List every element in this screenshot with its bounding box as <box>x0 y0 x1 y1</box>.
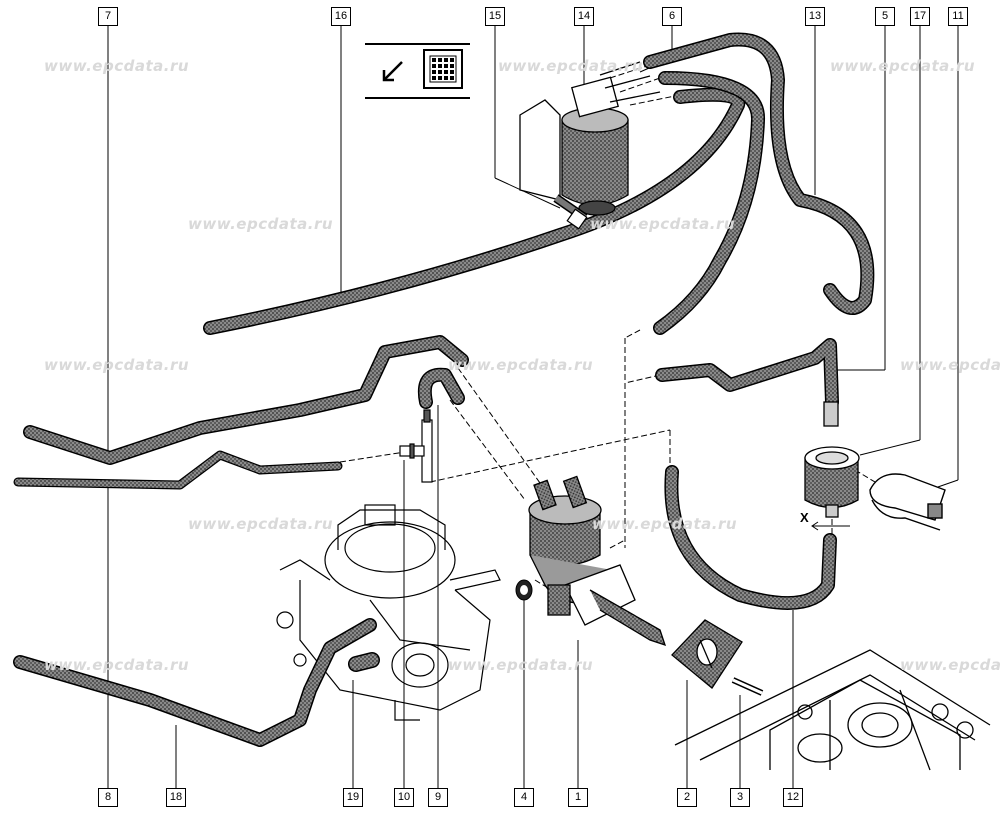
watermark: www.epcdata.ru <box>590 215 736 233</box>
callout-10: 10 <box>394 788 414 807</box>
watermark: www.epcdata.ru <box>188 515 334 533</box>
watermark: www.epcdata.ru <box>448 356 594 374</box>
assembly-lines <box>339 64 886 589</box>
insulator-plate <box>671 619 743 689</box>
dimension-label: X <box>800 510 809 525</box>
watermark: www.epcdata.ru <box>44 57 190 75</box>
hoses <box>13 32 875 747</box>
dimension-x <box>811 521 850 531</box>
leader-lines <box>107 24 959 788</box>
t-connector <box>399 409 433 483</box>
watermark: www.epcdata.ru <box>830 57 976 75</box>
fuel-filter <box>804 401 860 518</box>
arrow-down-left-icon <box>382 61 403 82</box>
watermark: www.epcdata.ru <box>900 356 1000 374</box>
callout-6: 6 <box>662 7 682 26</box>
watermark: www.epcdata.ru <box>44 356 190 374</box>
callout-12: 12 <box>783 788 803 807</box>
callout-16: 16 <box>331 7 351 26</box>
callout-2: 2 <box>677 788 697 807</box>
callout-14: 14 <box>574 7 594 26</box>
callout-5: 5 <box>875 7 895 26</box>
mounting-bolt <box>553 194 588 230</box>
callout-8: 8 <box>98 788 118 807</box>
callout-18: 18 <box>166 788 186 807</box>
callout-7: 7 <box>98 7 118 26</box>
callout-9: 9 <box>428 788 448 807</box>
vapor-separator <box>519 61 661 216</box>
watermark: www.epcdata.ru <box>900 656 1000 674</box>
carburetor <box>276 504 501 721</box>
grid-icon <box>423 49 463 89</box>
watermark: www.epcdata.ru <box>188 215 334 233</box>
callout-19: 19 <box>343 788 363 807</box>
filter-clamp <box>869 473 946 531</box>
callout-13: 13 <box>805 7 825 26</box>
callout-15: 15 <box>485 7 505 26</box>
watermark: www.epcdata.ru <box>592 515 738 533</box>
callout-17: 17 <box>910 7 930 26</box>
callout-4: 4 <box>514 788 534 807</box>
gasket <box>515 579 533 601</box>
catalog-icon-box <box>365 43 470 99</box>
watermark: www.epcdata.ru <box>44 656 190 674</box>
callout-11: 11 <box>948 7 968 26</box>
fuel-pump <box>528 475 667 647</box>
watermark: www.epcdata.ru <box>448 656 594 674</box>
callout-1: 1 <box>568 788 588 807</box>
pushrod <box>731 677 764 696</box>
watermark: www.epcdata.ru <box>498 57 644 75</box>
engine-block <box>674 649 991 771</box>
callout-3: 3 <box>730 788 750 807</box>
